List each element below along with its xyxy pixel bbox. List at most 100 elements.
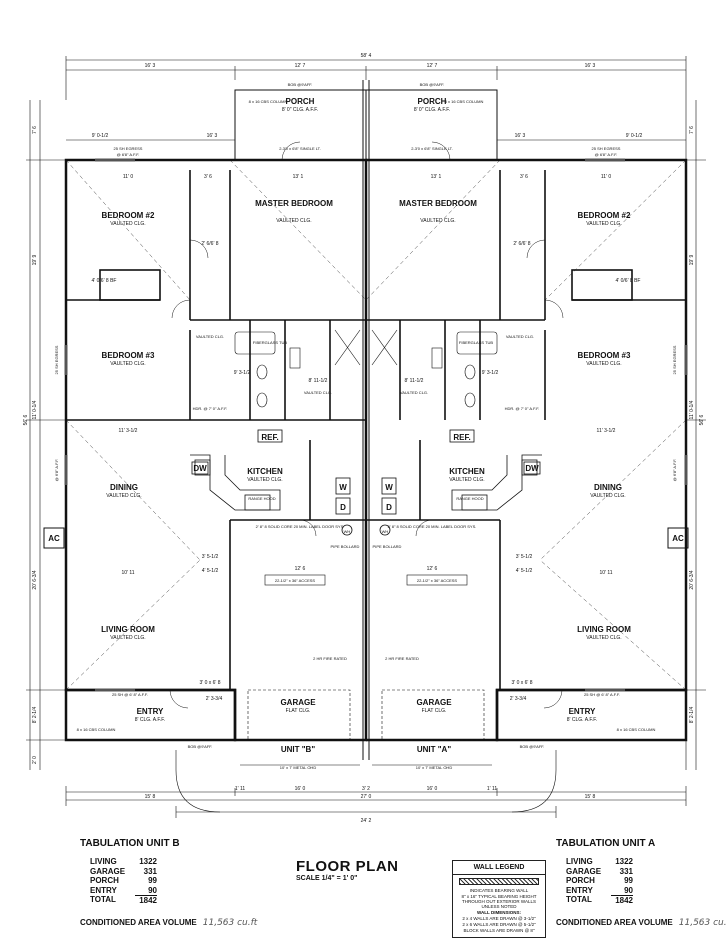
fire-rated-left: 2 HR FIRE RATED — [313, 656, 347, 661]
porch-door-left: 2-3'0 x 6'8" SINGLE LT. — [279, 146, 321, 151]
entry-window-left: 25 SH @ 6' 8" A.F.F. — [112, 692, 148, 697]
unit-a-label: UNIT "A" — [417, 745, 451, 754]
dim-side-3: 11' 0-1/4 — [32, 400, 38, 419]
tab-a-val: 99 — [624, 876, 633, 885]
tab-a-val: 90 — [624, 885, 633, 895]
tab-b-val: 331 — [143, 866, 157, 876]
dim-side-overall: 56' 6 — [23, 414, 29, 425]
vault-lines — [65, 159, 687, 691]
wall-legend-title: WALL LEGEND — [453, 861, 545, 875]
bedroom3-sub-right: VAULTED CLG. — [586, 361, 621, 367]
entry-label-left: ENTRY — [137, 707, 164, 716]
bedroom3-sub-left: VAULTED CLG. — [110, 361, 145, 367]
tab-b-cav-label: CONDITIONED AREA VOLUME — [80, 917, 197, 927]
egress-top-left: 25 SH EGRESS — [114, 146, 143, 151]
dining-sub-right: VAULTED CLG. — [590, 493, 625, 499]
tab-b-row: PORCH 99 — [90, 876, 257, 886]
kitchen-label-left: KITCHEN — [247, 467, 283, 476]
floor-plan-title-block: FLOOR PLAN SCALE 1/4" = 1' 0" — [296, 858, 406, 882]
tab-b-key: ENTRY — [90, 885, 117, 895]
dim-mid-right: 16' 3 — [515, 133, 526, 139]
tab-a-key: GARAGE — [566, 866, 602, 876]
dim-door-right: 3' 0 x 6' 8 — [511, 680, 532, 686]
porch-column-right: 8 x 16 CBS COLUMN — [445, 99, 484, 104]
dim-side-r-overall: 56' 6 — [699, 414, 705, 425]
dim-top-1: 16' 3 — [145, 63, 156, 69]
egress-side-sub-left: @ 6'8" A.F.F. — [54, 459, 59, 482]
overall-width-dim: 58' 4 — [361, 53, 372, 59]
washer-label-left: W — [339, 483, 347, 492]
kitchen-counters — [190, 454, 542, 511]
dim-bed2-right: 11' 0 — [601, 174, 612, 180]
master-label-right: MASTER BEDROOM — [399, 199, 477, 208]
dim-entry-right: 2' 3-3/4 — [510, 696, 527, 702]
dim-bottom-1: 15' 8 — [145, 794, 156, 800]
dim-party-bottom: 3' 2 — [362, 786, 370, 792]
ref-box-left — [257, 429, 283, 443]
dim-side-r1: 7' 6 — [689, 126, 695, 134]
interior-walls-right — [366, 170, 686, 690]
bollard-label-left: PIPE BOLLARD — [331, 544, 360, 549]
tab-b-key: TOTAL — [90, 895, 116, 904]
tab-b-val: 99 — [148, 876, 157, 885]
dw-label-left: DW — [193, 464, 207, 473]
dim-side-2: 19' 9 — [32, 254, 38, 265]
range-label-left: RANGE HOOD — [248, 496, 275, 501]
bob-top-right: BOB @9'AFF. — [420, 82, 445, 87]
dim-top-4: 16' 3 — [585, 63, 596, 69]
hdr-label-left: HDR. @ 7' 0" A.F.F. — [193, 406, 228, 411]
dim-door2-right: 2' 6/6' 8 — [513, 241, 530, 247]
bedroom3-label-right: BEDROOM #3 — [578, 351, 631, 360]
tab-b-key: PORCH — [90, 876, 119, 885]
dim-entry-left: 2' 3-3/4 — [206, 696, 223, 702]
bath-vaulted-right: VAULTED CLG. — [400, 390, 428, 395]
entry-window-right: 25 SH @ 6' 8" A.F.F. — [584, 692, 620, 697]
hdr-label-right: HDR. @ 7' 0" A.F.F. — [505, 406, 540, 411]
legend-line-1: INDICATES BEARING WALL — [469, 888, 529, 893]
wh-label-left: WH — [344, 529, 351, 534]
living-label-right: LIVING ROOM — [577, 625, 631, 634]
garage-sub-right: FLAT CLG. — [422, 708, 447, 714]
fire-rated-right: 2 HR FIRE RATED — [385, 656, 419, 661]
legend-line-2: 8" x 16" TYPICAL BEARING HEIGHT THROUGH … — [461, 894, 537, 909]
dim-master-left: 13' 1 — [293, 174, 304, 180]
bottom-dimension-lines — [65, 786, 687, 818]
dim-overall-bottom: 24' 2 — [361, 818, 372, 824]
porch-door-right: 2-3'0 x 6'8" SINGLE LT. — [411, 146, 453, 151]
master-sub-right: VAULTED CLG. — [420, 218, 455, 224]
dim-side-r4: 20' 6-3/4 — [689, 570, 695, 590]
dim-garage-left: 12' 6 — [295, 566, 306, 572]
kitchen-label-right: KITCHEN — [449, 467, 485, 476]
attic-label-left: 22-1/2" x 36" ACCESS — [275, 578, 316, 583]
tab-b-val: 90 — [148, 885, 157, 895]
dim-bath2-left: 9' 3-1/2 — [234, 370, 251, 376]
ac-label-right: AC — [672, 534, 684, 543]
dim-right-top: 9' 0-1/2 — [626, 133, 643, 139]
garage-label-left: GARAGE — [280, 698, 316, 707]
legend-line-5: 2 x 6 WALLS ARE DRAWN @ 5-1/2" — [462, 922, 536, 927]
entry-column-right: 8 x 16 CBS COLUMN — [617, 727, 656, 732]
ohd-label-left: 10' x 7' METAL OHD — [280, 765, 317, 770]
master-label-left: MASTER BEDROOM — [255, 199, 333, 208]
garage-sub-left: FLAT CLG. — [286, 708, 311, 714]
floor-plan-title: FLOOR PLAN — [296, 858, 399, 875]
dw-box-right — [523, 461, 541, 475]
tab-a-cav-label: CONDITIONED AREA VOLUME — [556, 917, 673, 927]
living-sub-left: VAULTED CLG. — [110, 635, 145, 641]
dim-mid-left: 16' 3 — [207, 133, 218, 139]
dimension-text: 58' 4 16' 3 12' 7 12' 7 16' 3 9' 0-1/2 1… — [92, 53, 643, 824]
dryer-label-right: D — [386, 503, 392, 512]
entry-label-right: ENTRY — [569, 707, 596, 716]
dim-garage-bottom-left: 16' 0 — [295, 786, 306, 792]
dim-living-left: 10' 11 — [121, 570, 134, 576]
bath-vaulted-left: VAULTED CLG. — [304, 390, 332, 395]
wall-legend: WALL LEGEND INDICATES BEARING WALL 8" x … — [452, 860, 546, 938]
dim-closet-left: 3' 6 — [204, 174, 212, 180]
dim-side-5: 8' 2-1/4 — [32, 707, 38, 724]
